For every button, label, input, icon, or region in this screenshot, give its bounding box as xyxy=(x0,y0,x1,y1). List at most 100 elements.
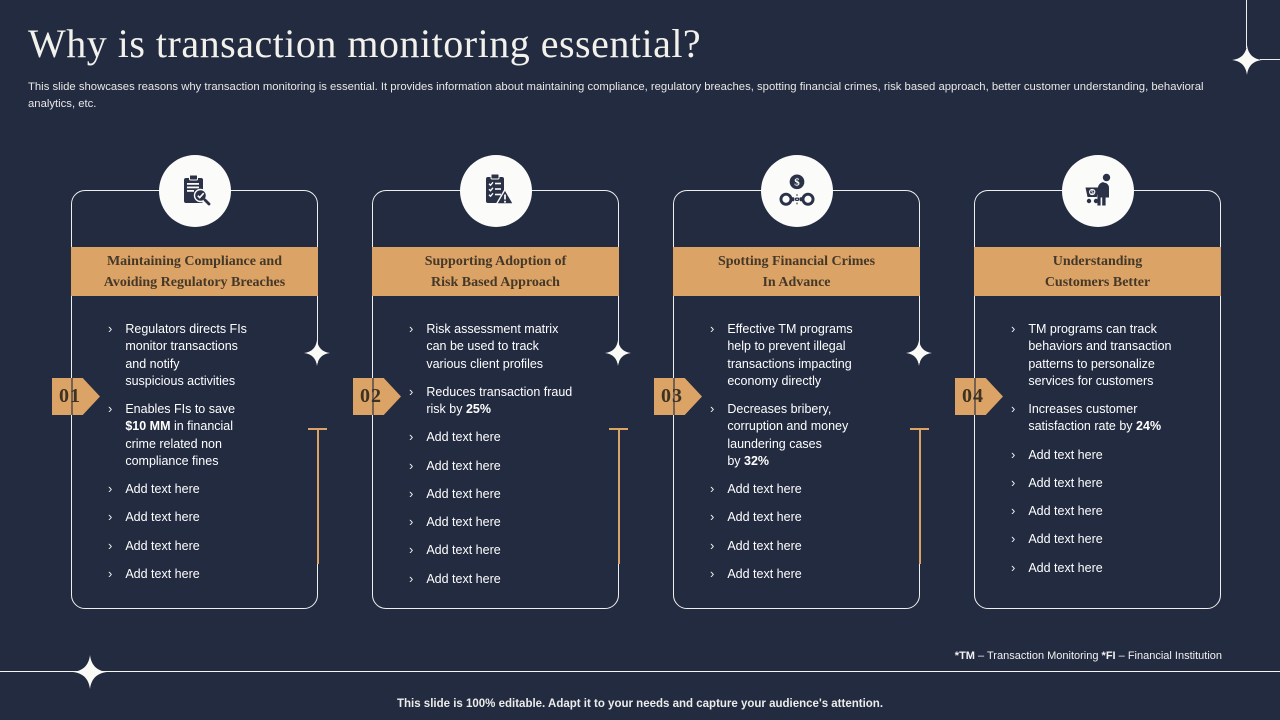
money-handcuffs-icon: $ xyxy=(775,171,819,211)
clipboard-audit-icon xyxy=(175,171,215,211)
bullet-item: ›Decreases bribery, corruption and money… xyxy=(710,401,905,470)
bullet-item: › Reduces transaction fraud risk by 25% xyxy=(409,384,604,419)
bullet-text: Add text here xyxy=(125,538,200,553)
bullet-item: › Add text here xyxy=(710,538,905,555)
chevron-bullet-icon: › xyxy=(409,321,414,336)
bullet-text: Regulators directs FIs monitor transacti… xyxy=(125,322,247,388)
bullet-item: › TM programs can track behaviors and tra… xyxy=(1011,321,1206,390)
chevron-bullet-icon: › xyxy=(409,457,414,473)
chevron-bullet-icon: › xyxy=(409,542,414,558)
bullet-item: › Add text here xyxy=(1011,531,1206,548)
step-number: 04 xyxy=(962,385,984,407)
card-header-band: Understanding Customers Better xyxy=(974,247,1221,296)
top-right-divider-line xyxy=(1246,0,1247,48)
chevron-bullet-icon: › xyxy=(108,481,113,496)
bullet-text: Enables FIs to save $10 MM in financial … xyxy=(125,402,236,468)
divider-accent-line xyxy=(919,429,921,564)
bullet-text: Add text here xyxy=(1028,504,1103,518)
bullet-text: Decreases bribery, corruption and money … xyxy=(727,402,849,468)
bullet-text: Risk assessment matrix can be used to tr… xyxy=(426,322,559,371)
card-title: Understanding Customers Better xyxy=(1044,253,1151,290)
fi-definition: – Financial Institution xyxy=(1115,650,1222,662)
chevron-bullet-icon: › xyxy=(710,565,715,581)
bullet-text: Add text here xyxy=(426,430,501,445)
bullet-item: › Risk assessment matrix can be used to t… xyxy=(409,321,604,373)
bullet-text: Add text here xyxy=(1028,560,1103,575)
page-title: Why is transaction monitoring essential? xyxy=(28,21,702,66)
bullet-text: Add text here xyxy=(426,571,501,586)
bullet-text: Add text here xyxy=(426,486,501,501)
svg-text:$: $ xyxy=(794,177,800,189)
bullet-list: › Regulators directs FIs monitor transact… xyxy=(72,321,317,594)
icon-circle xyxy=(459,155,532,227)
bullet-item: ›Effective TM programs help to prevent i… xyxy=(710,321,905,390)
reason-card: $ Spotting Financial Crimes In Advance 0… xyxy=(654,155,932,609)
bullet-item: ›Add text here xyxy=(1011,475,1206,492)
bullet-text: Add text here xyxy=(125,566,200,581)
chevron-bullet-icon: › xyxy=(1011,559,1016,575)
bullet-item: ›Add text here xyxy=(108,509,303,526)
tm-definition: – Transaction Monitoring xyxy=(974,650,1102,662)
divider-accent-line xyxy=(317,429,319,564)
bullet-item: ›Add text here xyxy=(1011,447,1206,464)
chevron-bullet-icon: › xyxy=(1011,401,1016,416)
bullet-text: Add text here xyxy=(1028,532,1103,547)
bullet-item: ›Increases customer satisfaction rate by… xyxy=(1011,401,1206,436)
bullet-list: › Risk assessment matrix can be used to t… xyxy=(373,321,618,599)
bullet-text: Add text here xyxy=(727,482,802,496)
svg-text:$: $ xyxy=(1090,190,1093,196)
chevron-bullet-icon: › xyxy=(409,383,414,399)
chevron-bullet-icon: › xyxy=(710,509,715,525)
icon-circle: $ xyxy=(760,155,833,227)
checklist-warning-icon xyxy=(476,171,516,211)
sparkle-icon xyxy=(304,340,330,366)
footer-divider-line xyxy=(0,671,1280,672)
divider-accent-line xyxy=(618,429,620,564)
card-header-band: Supporting Adoption of Risk Based Approa… xyxy=(372,247,619,296)
top-right-divider-line xyxy=(1260,59,1280,60)
divider-gap xyxy=(917,363,921,429)
bullet-item: › Add text here xyxy=(409,514,604,531)
card-title: Maintaining Compliance and Avoiding Regu… xyxy=(103,253,286,290)
chevron-bullet-icon: › xyxy=(108,321,113,336)
bullet-text: Add text here xyxy=(727,510,802,525)
bullet-text: Add text here xyxy=(727,538,802,553)
chevron-bullet-icon: › xyxy=(409,514,414,529)
bullet-text: Add text here xyxy=(426,515,501,529)
chevron-bullet-icon: › xyxy=(409,429,414,445)
divider-gap xyxy=(315,363,319,429)
fi-abbr: *FI xyxy=(1101,650,1116,662)
bullet-item: ›Add text here xyxy=(409,542,604,559)
bullet-item: › Add text here xyxy=(409,571,604,588)
chevron-bullet-icon: › xyxy=(108,537,113,553)
reason-card: $ Understanding Customers Better 04 › TM … xyxy=(955,155,1221,609)
card-header-band: Maintaining Compliance and Avoiding Regu… xyxy=(71,247,318,296)
tm-abbr: *TM xyxy=(954,650,975,662)
bullet-item: ›Add text here xyxy=(409,486,604,503)
bullet-text: Add text here xyxy=(125,482,200,496)
chevron-bullet-icon: › xyxy=(409,570,414,586)
bullet-item: › Add text here xyxy=(108,481,303,498)
bullet-item: ›Add text here xyxy=(710,566,905,583)
bullet-text: Effective TM programs help to prevent il… xyxy=(727,322,853,388)
bullet-item: ›Add text here xyxy=(409,458,604,475)
bullet-item: ›Add text here xyxy=(710,481,905,498)
chevron-bullet-icon: › xyxy=(1011,321,1016,336)
bullet-text: Add text here xyxy=(1028,475,1103,490)
bullet-item: ›Add text here xyxy=(1011,503,1206,520)
chevron-bullet-icon: › xyxy=(108,565,113,581)
bullet-text: Reduces transaction fraud risk by 25% xyxy=(426,384,573,416)
reason-card: Maintaining Compliance and Avoiding Regu… xyxy=(52,155,330,609)
step-number: 02 xyxy=(360,385,382,407)
chevron-bullet-icon: › xyxy=(710,537,715,553)
reason-card: Supporting Adoption of Risk Based Approa… xyxy=(353,155,631,609)
bullet-item: › Add text here xyxy=(409,429,604,446)
bullet-text: TM programs can track behaviors and tran… xyxy=(1028,322,1172,388)
divider-gap xyxy=(616,363,620,429)
chevron-bullet-icon: › xyxy=(1011,531,1016,547)
sparkle-icon xyxy=(73,655,107,689)
customer-cart-icon: $ xyxy=(1078,171,1118,211)
slide-footer-note: This slide is 100% editable. Adapt it to… xyxy=(396,698,884,710)
sparkle-icon xyxy=(1232,45,1262,75)
